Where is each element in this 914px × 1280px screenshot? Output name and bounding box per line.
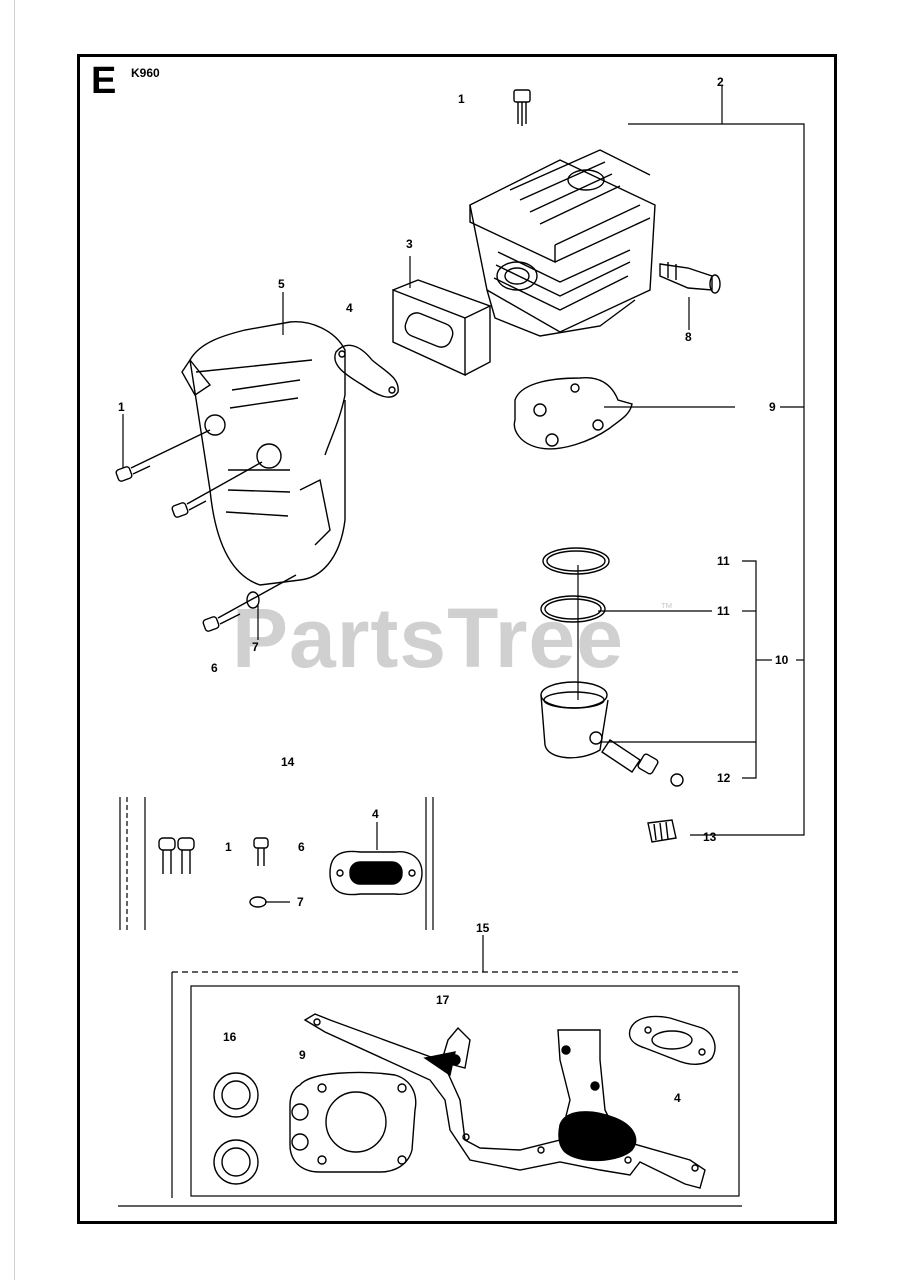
inset-15-frame [118,971,742,1207]
page-edge-line [14,0,15,1280]
callout-4-muffler: 4 [346,301,353,315]
callout-13: 13 [703,830,717,844]
leader-lines [122,86,805,972]
callout-15: 15 [476,921,490,935]
inset-15-parts [213,1013,716,1189]
callout-1-inset: 1 [225,840,232,854]
section-letter: E [91,60,117,102]
callout-14: 14 [281,755,295,769]
cylinder [469,149,656,337]
inset-14-bracket [119,797,434,930]
top-screw [513,89,531,126]
callout-5: 5 [278,277,285,291]
callout-11-top: 11 [717,554,730,568]
muffler [181,321,346,586]
diagram-frame [77,54,837,1224]
flange-block [392,279,492,377]
callout-6: 6 [211,661,218,675]
callout-2: 2 [717,75,724,89]
muffler-screw-a [115,429,211,482]
muffler-bolt [202,574,297,632]
callout-16: 16 [223,1030,237,1044]
needle-bearing [647,819,677,843]
piston-rings [540,547,610,623]
callout-9-inset: 9 [299,1048,306,1062]
callout-7: 7 [252,640,259,654]
callout-6-inset: 6 [298,840,305,854]
callout-4-inset-15: 4 [674,1091,681,1105]
callout-1-left: 1 [118,400,125,414]
callout-4-inset: 4 [372,807,379,821]
inset-14-parts [158,837,423,908]
callout-3: 3 [406,237,413,251]
callout-9: 9 [769,400,776,414]
spark-plug [659,262,721,294]
model-label: K960 [131,66,160,80]
callout-17: 17 [436,993,450,1007]
cylinder-gasket [513,377,633,450]
watermark: PartsTree [232,591,624,685]
callout-8: 8 [685,330,692,344]
callout-12: 12 [717,771,731,785]
callout-7-inset: 7 [297,895,304,909]
callout-1-top: 1 [458,92,465,106]
callout-11-bottom: 11 [717,604,730,618]
piston-assembly [540,681,684,787]
callout-10: 10 [775,653,789,667]
muffler-screw-b [171,461,263,518]
